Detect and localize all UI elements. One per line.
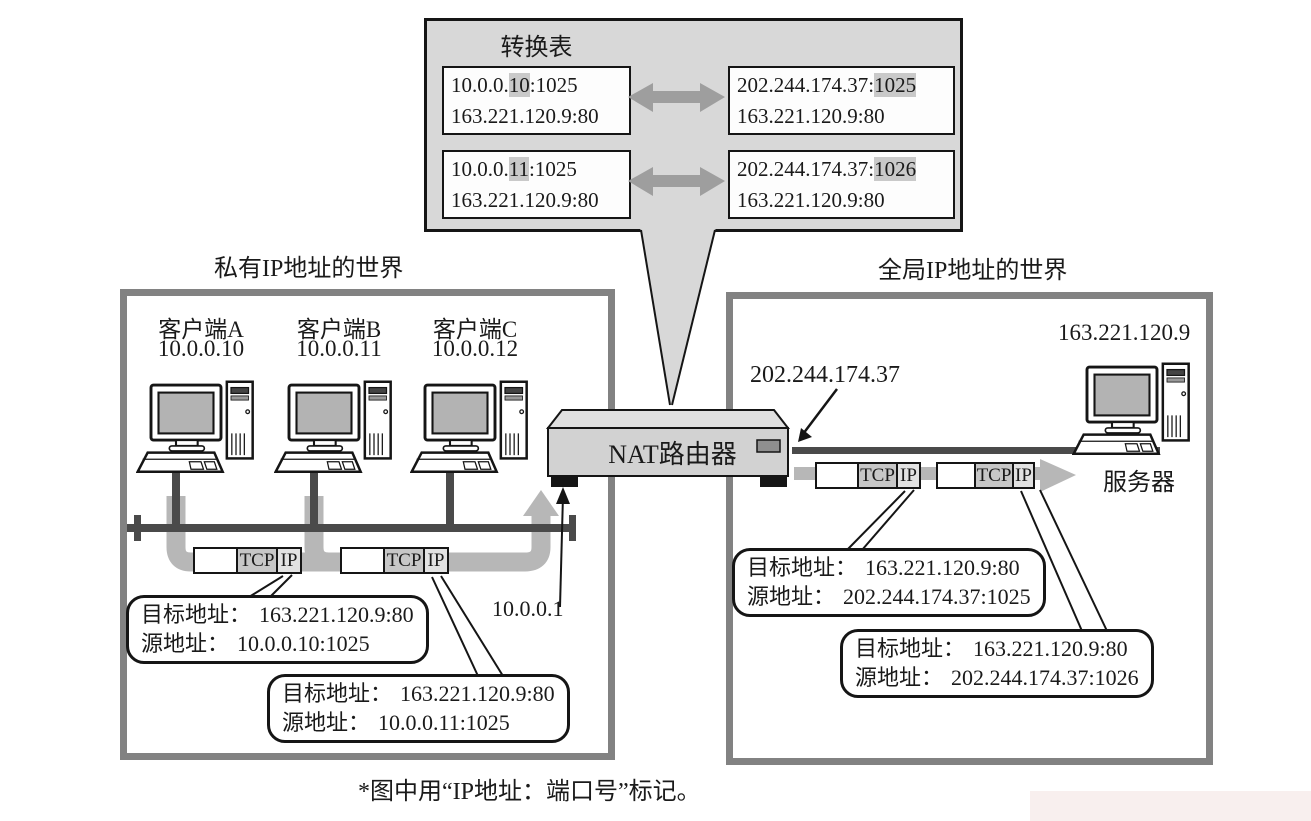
translation-table-title: 转换表 [500, 35, 573, 61]
client-b-name: 客户端B [296, 317, 382, 342]
callout-dest-line: 目标地址：163.221.120.9:80 [747, 555, 1020, 580]
server-label: 服务器 [1103, 470, 1175, 496]
callout-src-line: 源地址：10.0.0.11:1025 [282, 710, 510, 735]
translation-table: 转换表 10.0.0.10:1025 163.221.120.9:80 202.… [424, 18, 963, 232]
packet-ip-segment: IP [896, 462, 921, 489]
mapping-global-1: 202.244.174.37:1026 163.221.120.9:80 [728, 150, 955, 219]
callout-src-line: 源地址：202.244.174.37:1026 [855, 665, 1139, 690]
packet-data-segment [340, 547, 385, 574]
packet-translated-b: TCP IP [936, 462, 1035, 489]
global-addr-1: 202.244.174.37:1026 [737, 157, 917, 181]
watermark-strip [1030, 791, 1311, 821]
packet-tcp-segment: TCP [974, 462, 1014, 489]
packet-tcp-segment: TCP [383, 547, 425, 574]
packet-data-segment [193, 547, 238, 574]
table-pointer-tail [640, 227, 716, 406]
client-a-ip: 10.0.0.10 [157, 336, 245, 361]
callout-translated-b: 目标地址：163.221.120.9:80 源地址：202.244.174.37… [840, 629, 1154, 698]
global-dest-1: 163.221.120.9:80 [737, 188, 885, 212]
global-addr-0: 202.244.174.37:1025 [737, 73, 917, 97]
private-world-title: 私有IP地址的世界 [214, 256, 404, 282]
global-world-box [726, 292, 1213, 765]
packet-tcp-segment: TCP [236, 547, 278, 574]
nat-router-label: NAT路由器 [608, 440, 737, 469]
highlight-host: 11 [508, 157, 529, 181]
private-addr-1: 10.0.0.11:1025 [451, 157, 577, 181]
callout-src-line: 源地址：10.0.0.10:1025 [141, 631, 370, 656]
private-addr-0: 10.0.0.10:1025 [451, 73, 578, 97]
callout-dest-line: 目标地址：163.221.120.9:80 [855, 636, 1128, 661]
router-lan-ip-label: 10.0.0.1 [492, 596, 564, 621]
callout-src-line: 源地址：202.244.174.37:1025 [747, 584, 1031, 609]
table-pointer-edge [640, 229, 671, 406]
packet-tcp-segment: TCP [857, 462, 898, 489]
packet-client-b: TCP IP [340, 547, 449, 574]
global-world-title: 全局IP地址的世界 [878, 258, 1068, 284]
mapping-global-0: 202.244.174.37:1025 163.221.120.9:80 [728, 66, 955, 135]
packet-ip-segment: IP [423, 547, 449, 574]
footnote: *图中用“IP地址：端口号”标记。 [358, 779, 701, 805]
private-world-box [120, 289, 615, 760]
private-dest-0: 163.221.120.9:80 [451, 104, 599, 128]
client-a-name: 客户端A [158, 317, 244, 342]
packet-client-a: TCP IP [193, 547, 302, 574]
global-dest-0: 163.221.120.9:80 [737, 104, 885, 128]
client-c-ip: 10.0.0.12 [431, 336, 519, 361]
callout-translated-a: 目标地址：163.221.120.9:80 源地址：202.244.174.37… [732, 548, 1046, 617]
packet-ip-segment: IP [1012, 462, 1035, 489]
highlight-port: 1025 [874, 73, 917, 97]
callout-packet-b: 目标地址：163.221.120.9:80 源地址：10.0.0.11:1025 [267, 674, 570, 743]
callout-packet-a: 目标地址：163.221.120.9:80 源地址：10.0.0.10:1025 [126, 595, 429, 664]
table-pointer-edge [671, 229, 716, 406]
private-dest-1: 163.221.120.9:80 [451, 188, 599, 212]
packet-data-segment [936, 462, 976, 489]
highlight-port: 1026 [874, 157, 917, 181]
callout-dest-line: 目标地址：163.221.120.9:80 [282, 681, 555, 706]
highlight-host: 10 [508, 73, 530, 97]
callout-dest-line: 目标地址：163.221.120.9:80 [141, 602, 414, 627]
packet-translated-a: TCP IP [815, 462, 921, 489]
client-b-ip: 10.0.0.11 [296, 336, 382, 361]
server-ip-label: 163.221.120.9 [1058, 320, 1191, 345]
mapping-private-0: 10.0.0.10:1025 163.221.120.9:80 [442, 66, 631, 135]
packet-data-segment [815, 462, 859, 489]
packet-ip-segment: IP [276, 547, 302, 574]
mapping-private-1: 10.0.0.11:1025 163.221.120.9:80 [442, 150, 631, 219]
client-c-name: 客户端C [432, 317, 518, 342]
router-wan-ip-label: 202.244.174.37 [750, 362, 900, 388]
